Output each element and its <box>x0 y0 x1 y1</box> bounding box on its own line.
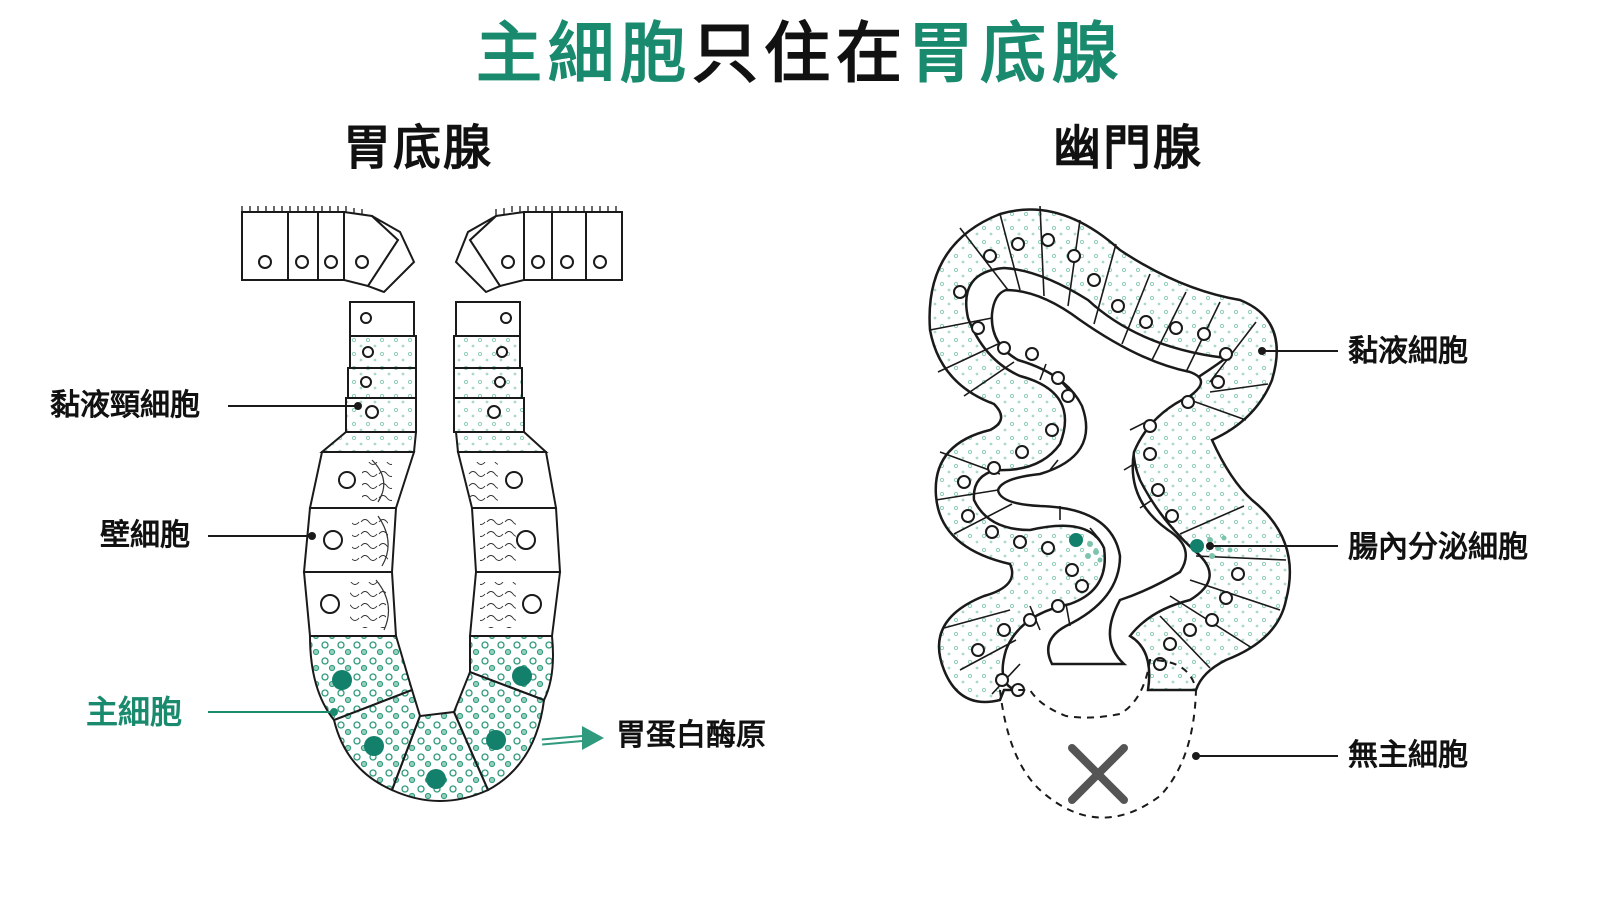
label-no-chief-cell: 無主細胞 <box>1348 738 1468 773</box>
fundic-surface-cells-left <box>241 206 416 294</box>
label-mucous-neck-cell: 黏液頸細胞 <box>50 388 200 423</box>
title-part-1: 主細胞 <box>476 15 692 92</box>
fundic-gland-heading: 胃底腺 <box>343 120 494 176</box>
title-part-3: 胃底腺 <box>908 15 1124 92</box>
fundic-surface-cells-right <box>454 206 623 294</box>
pyloric-nuclei <box>953 233 1245 697</box>
fundic-neck-cells-left <box>345 301 417 433</box>
fundic-parietal-cells-left <box>302 431 418 637</box>
label-enteroendocrine-cell: 腸內分泌細胞 <box>1348 530 1528 565</box>
fundic-chief-cells <box>308 635 554 802</box>
pyloric-gland <box>928 205 1292 819</box>
fundic-leader-lines <box>208 402 362 716</box>
title-part-2: 只住在 <box>692 15 908 92</box>
label-pepsinogen: 胃蛋白酶原 <box>616 718 766 753</box>
label-chief-cell: 主細胞 <box>86 693 183 731</box>
pyloric-gland-heading: 幽門腺 <box>1053 120 1204 176</box>
label-mucous-cell: 黏液細胞 <box>1348 334 1468 369</box>
fundic-parietal-cells-right <box>454 431 562 637</box>
label-parietal-cell: 壁細胞 <box>100 518 190 553</box>
right-arrow-icon <box>541 726 604 750</box>
cross-icon <box>1068 744 1128 804</box>
fundic-neck-cells-right <box>453 301 525 433</box>
missing-chief-cell-region <box>998 658 1198 819</box>
page-title: 主細胞只住在胃底腺 <box>0 14 1600 94</box>
fundic-gland <box>241 206 623 802</box>
pyloric-leader-lines <box>1192 347 1338 760</box>
pyloric-gland-lumen <box>990 288 1203 666</box>
